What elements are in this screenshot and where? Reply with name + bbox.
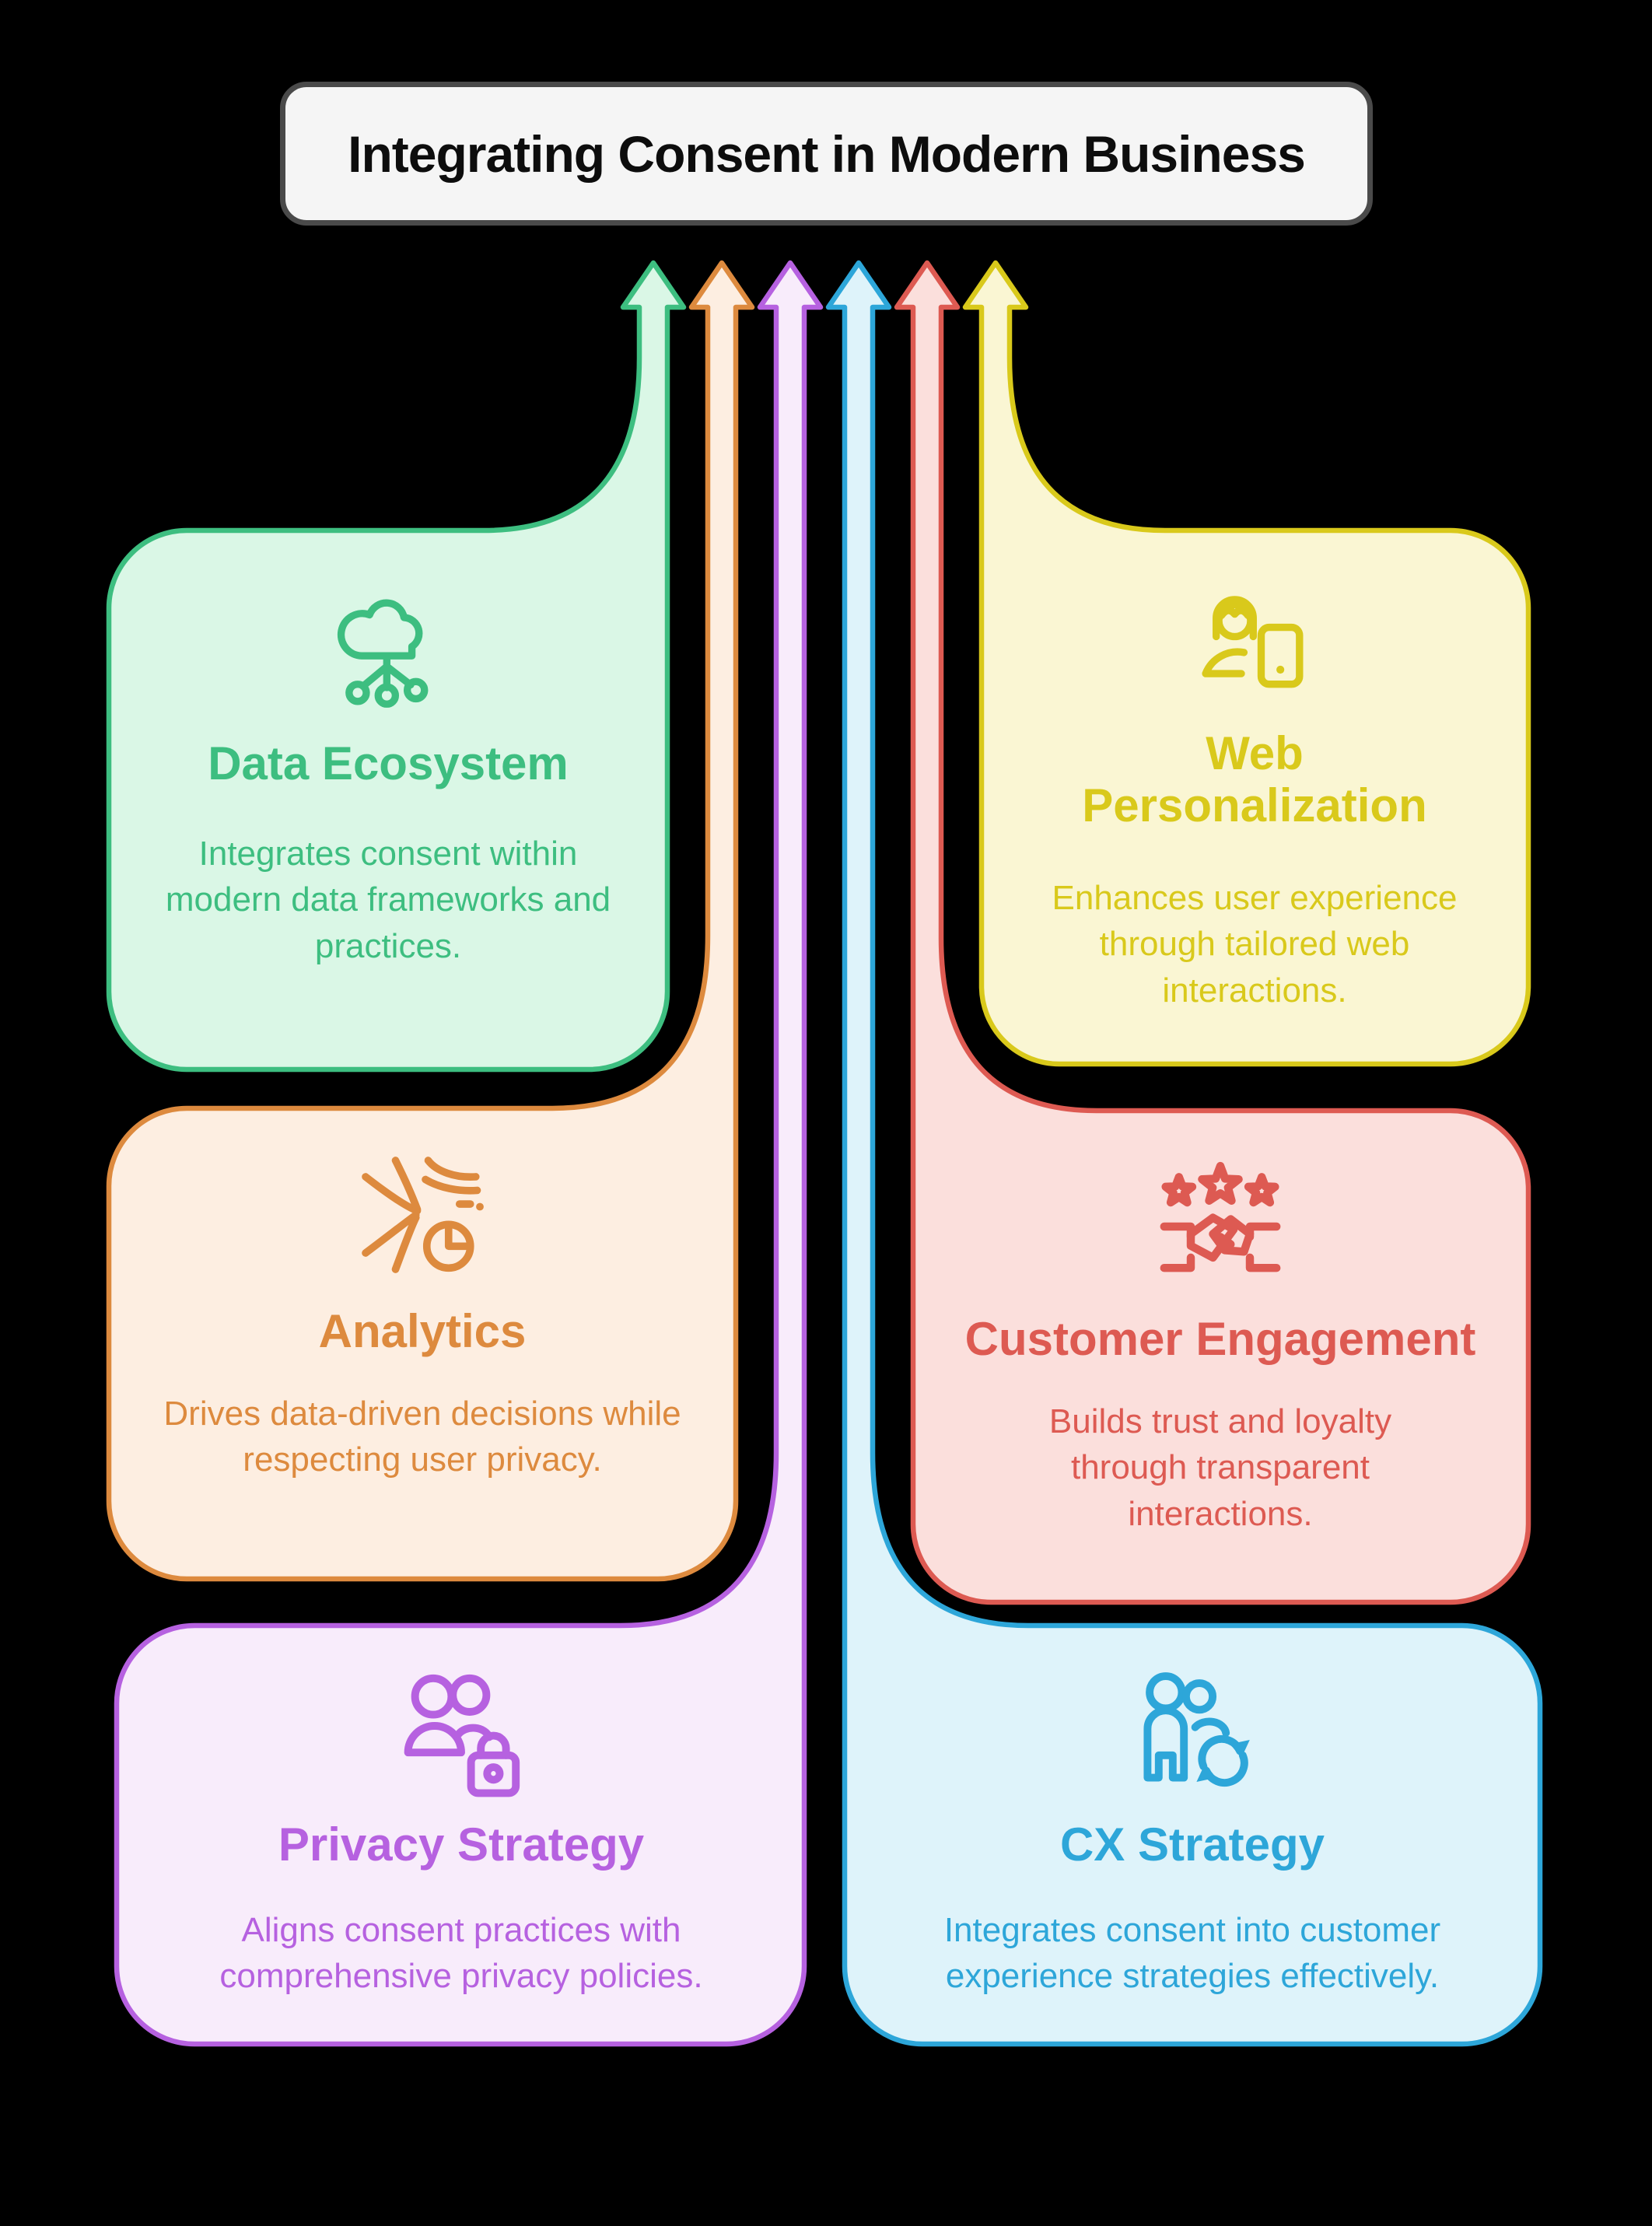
card-desc-cx-strategy: Integrates consent into customer experie… — [943, 1911, 1441, 1996]
card-title-cx-strategy: CX Strategy — [1059, 1818, 1325, 1871]
stars-handshake-icon — [1146, 1153, 1294, 1300]
card-desc-customer-engagement: Builds trust and loyalty through transpa… — [1048, 1402, 1392, 1533]
card-title-customer-engagement: Customer Engagement — [964, 1313, 1476, 1365]
card-desc-analytics: Drives data-driven decisions while respe… — [163, 1395, 681, 1479]
users-sync-icon — [1122, 1663, 1262, 1803]
web-personalization-card-arrow-shape — [962, 260, 1531, 1067]
card-title-data-ecosystem: Data Ecosystem — [208, 737, 569, 789]
card-desc-privacy-strategy: Aligns consent practices with comprehens… — [219, 1911, 703, 1996]
card-title-privacy-strategy: Privacy Strategy — [278, 1818, 645, 1871]
customer-engagement-card-arrow-shape — [894, 260, 1531, 1605]
users-padlock-icon — [391, 1663, 531, 1803]
data-ecosystem-card-arrow-shape — [106, 260, 687, 1073]
card-desc-data-ecosystem: Integrates consent within modern data fr… — [165, 835, 611, 965]
page-title: Integrating Consent in Modern Business — [348, 124, 1306, 183]
cloud-network-icon — [322, 582, 454, 714]
privacy-strategy-card-arrow-shape — [114, 260, 824, 2047]
card-title-web-personalization: Web Personalization — [1082, 727, 1427, 832]
card-title-analytics: Analytics — [318, 1305, 527, 1357]
title-banner: Integrating Consent in Modern Business — [280, 82, 1373, 226]
analytics-card-arrow-shape — [106, 260, 755, 1582]
flow-pie-chart-icon — [355, 1150, 491, 1286]
card-desc-web-personalization: Enhances user experience through tailore… — [1052, 879, 1458, 1010]
user-device-icon — [1188, 577, 1321, 709]
